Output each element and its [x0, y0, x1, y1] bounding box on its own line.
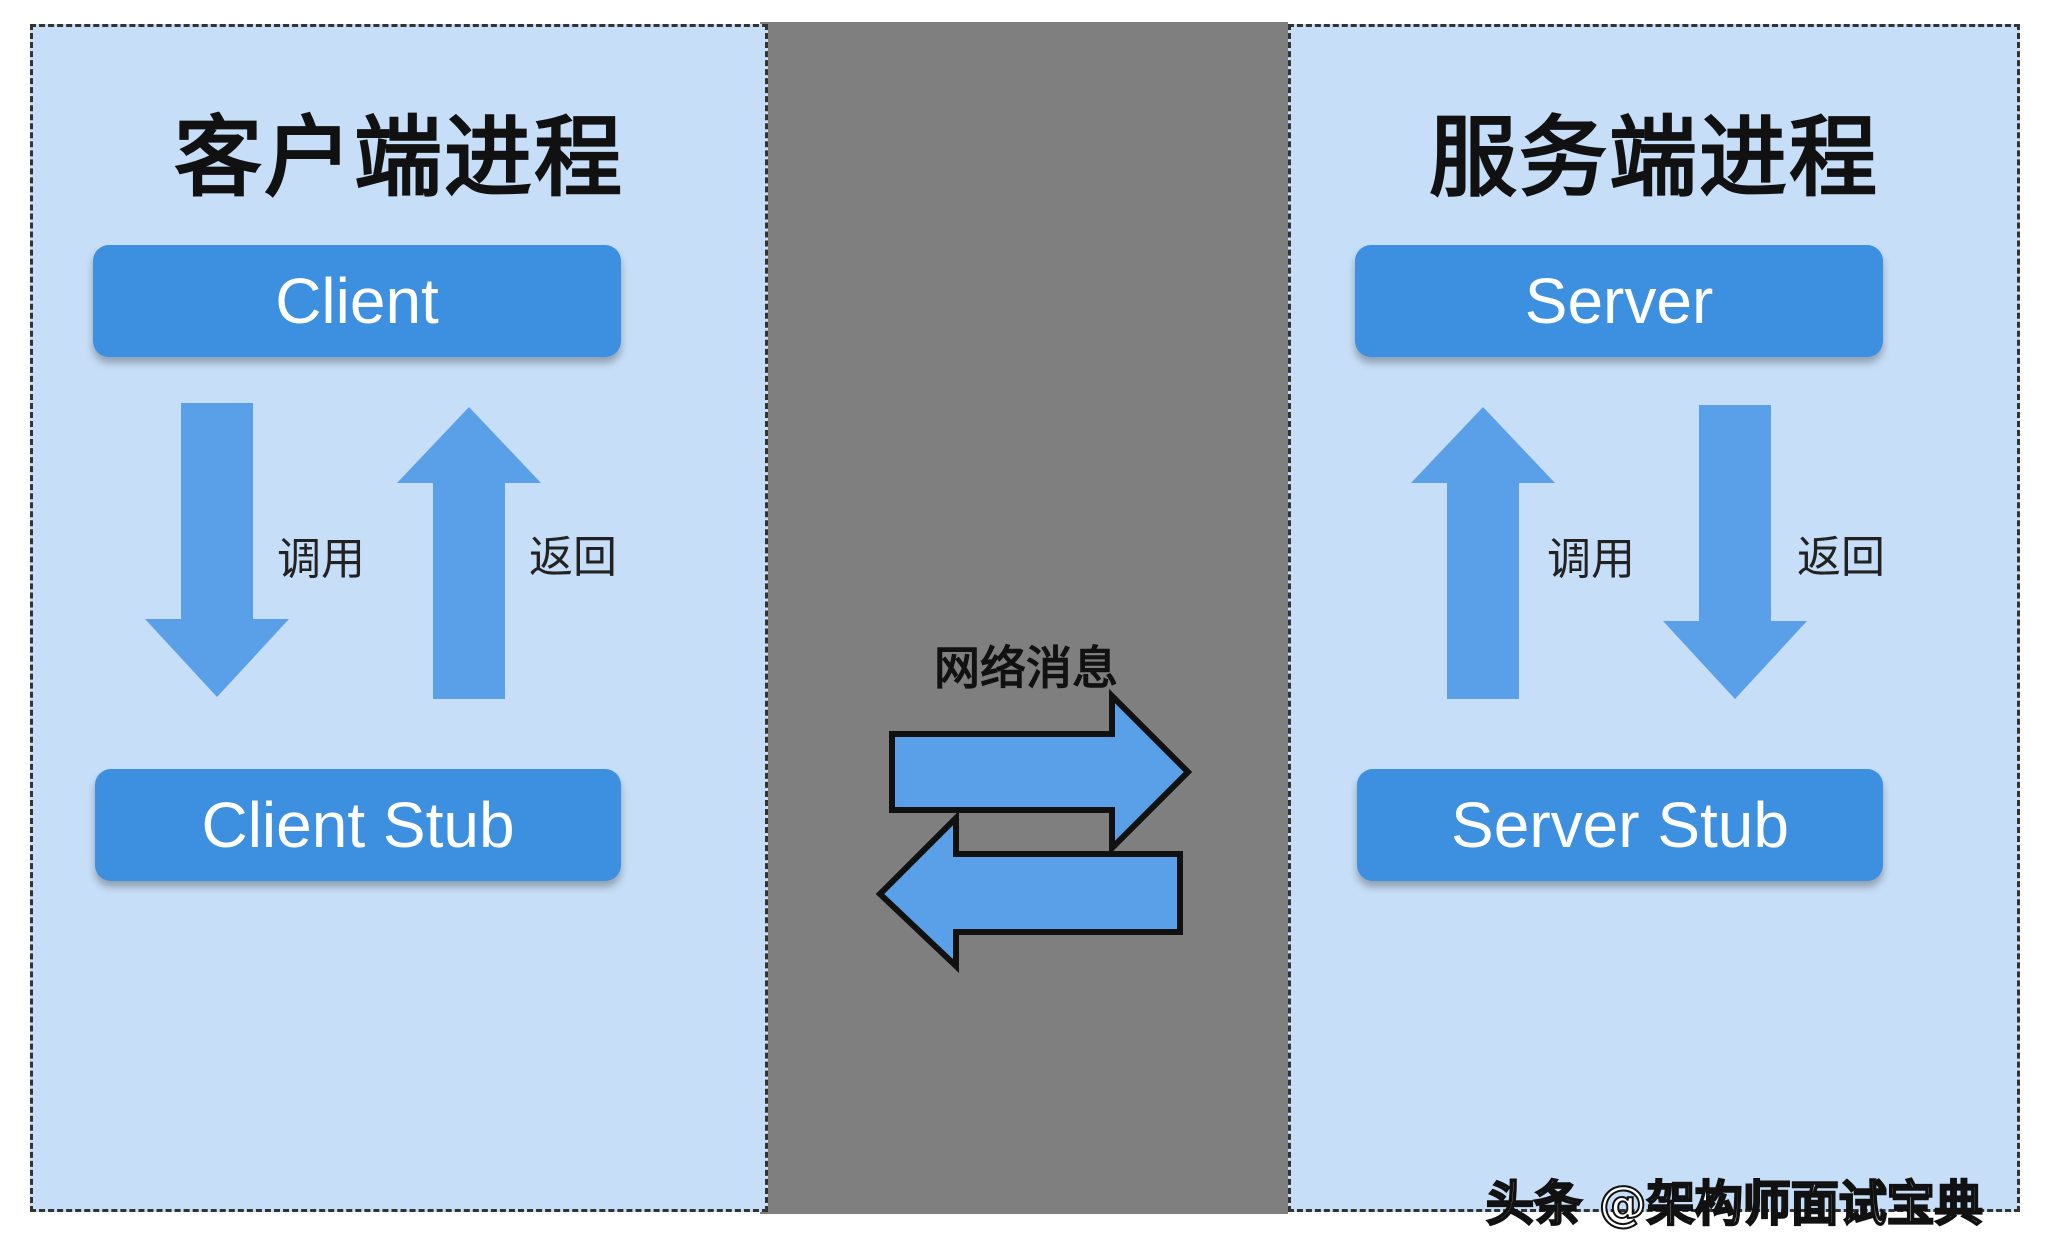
network-band — [760, 22, 1288, 1214]
server-stub-box: Server Stub — [1357, 769, 1883, 881]
client-process-title: 客户端进程 — [173, 106, 624, 209]
client-return-up-arrow-icon — [397, 407, 541, 699]
server-return-down-arrow-icon — [1663, 405, 1807, 699]
server-return-label: 返回 — [1797, 532, 1885, 583]
server-process-title: 服务端进程 — [1428, 106, 1879, 209]
server-box: Server — [1355, 245, 1883, 357]
server-call-label: 调用 — [1547, 534, 1635, 585]
network-message-label: 网络消息 — [934, 641, 1118, 695]
client-return-label: 返回 — [529, 532, 617, 583]
server-process-panel: 服务端进程 Server 调用 返回 Server Stub — [1288, 24, 2020, 1212]
exchange-arrows-icon — [875, 688, 1193, 973]
client-process-panel: 客户端进程 Client 调用 返回 Client Stub — [30, 24, 768, 1212]
client-call-label: 调用 — [277, 534, 365, 585]
client-box: Client — [93, 245, 621, 357]
watermark-text: 头条 @架构师面试宝典 — [1485, 1175, 1984, 1233]
server-call-up-arrow-icon — [1411, 407, 1555, 699]
client-call-down-arrow-icon — [145, 403, 289, 697]
client-stub-box: Client Stub — [95, 769, 621, 881]
